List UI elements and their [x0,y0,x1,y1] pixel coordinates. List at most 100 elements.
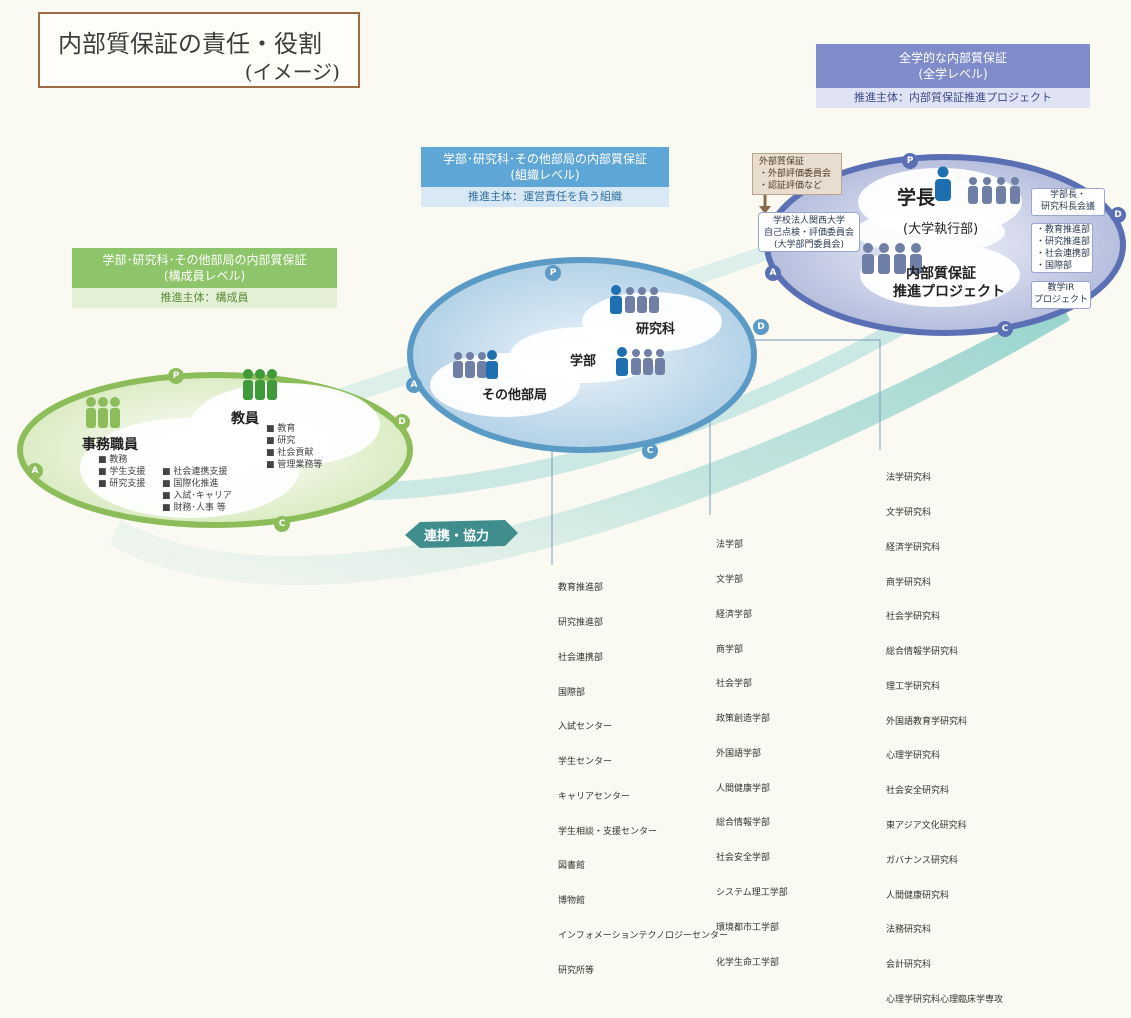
member-header-line2: (構成員レベル) [163,269,246,283]
council-line: 研究科長会議 [1040,202,1095,212]
list-item: 図書館 [558,861,586,872]
duty-item: ■ 国際化推進 [162,479,219,489]
university-header-line1: 全学的な内部質保証 [898,51,1007,65]
list-item: 心理学研究科心理臨床学専攻 [886,994,1004,1005]
external-arrow-head [759,206,771,214]
duty-item: ■ 入試･キャリア [162,491,232,501]
staff-ellipse [80,418,300,518]
pdca-a-university: A [765,265,781,281]
organization-header-line1: 学部･研究科･その他部局の内部質保証 [442,152,647,166]
ir-line: 教学IR [1047,283,1075,293]
faculty-label: 学部 [570,354,597,369]
list-item: 文学研究科 [886,507,932,518]
cooperation-arrow [405,520,518,548]
pdca-p-university: P [902,153,918,169]
list-item: 社会安全学部 [716,853,771,864]
organization-level-header: 学部･研究科･その他部局の内部質保証 (組織レベル) [421,147,669,187]
duty-item: ■ 管理業務等 [266,460,323,470]
faculties-list: 法学部 文学部 経済学部 商学部 社会学部 政策創造学部 外国語学部 人間健康学… [716,517,788,981]
list-item: 商学研究科 [886,577,932,588]
duty-item: ■ 社会貢献 [266,448,314,458]
ir-line: プロジェクト [1033,295,1088,305]
list-item: 心理学研究科 [886,751,941,762]
executive-label: (大学執行部) [903,222,979,237]
list-item: 学生相談・支援センター [558,826,658,837]
university-level-subheader: 推進主体：内部質保証推進プロジェクト [816,88,1090,108]
list-item: 総合情報学部 [716,818,771,829]
pdca-d-university: D [1110,207,1126,223]
list-item: 教育推進部 [558,583,604,594]
duty-item: ■ 学生支援 [98,467,146,477]
pdca-c-university: C [997,321,1013,337]
faculty-member-icon [242,368,278,406]
duty-item: ■ 研究支援 [98,479,146,489]
departments-box: ・教育推進部 ・研究推進部 ・社会連携部 ・国際部 [1031,223,1093,273]
faculty-members-icon [614,347,668,381]
list-item: 法学部 [716,540,744,551]
committee-line: 自己点検・評価委員会 [763,228,854,238]
graduate-label: 研究科 [636,322,676,337]
pdca-d-member: D [394,414,410,430]
member-level-header: 学部･研究科･その他部局の内部質保証 (構成員レベル) [72,248,337,288]
faculty-duties: ■ 教育 ■ 研究 ■ 社会貢献 ■ 管理業務等 [266,423,322,471]
list-item: 社会学研究科 [886,612,941,623]
pdca-a-organization: A [406,377,422,393]
list-item: ガバナンス研究科 [886,855,958,866]
pdca-c-member: C [274,516,290,532]
page-title: 内部質保証の責任・役割 [58,30,322,58]
list-item: 人間健康研究科 [886,890,950,901]
list-item: 国際部 [558,687,586,698]
duty-item: ■ 教務 [98,455,128,465]
other-depts-label: その他部局 [482,388,548,403]
list-item: 商学部 [716,644,744,655]
external-qa-title: 外部質保証 [759,157,805,167]
duty-item: ■ 社会連携支援 [162,467,228,477]
pdca-a-member: A [27,463,43,479]
list-item: 人間健康学部 [716,783,771,794]
member-level-subheader: 推進主体：構成員 [72,288,337,308]
other-depts-members-icon [452,350,498,384]
list-item: 研究推進部 [558,617,604,628]
committee-line: 学校法人関西大学 [772,216,845,226]
list-item: 社会連携部 [558,652,604,663]
council-line: 学部長・ [1049,190,1086,200]
list-item: 研究所等 [558,965,595,976]
member-header-line1: 学部･研究科･その他部局の内部質保証 [102,253,307,267]
list-item: 外国語学部 [716,748,762,759]
cooperation-label: 連携・協力 [424,529,490,544]
staff-label: 事務職員 [82,437,138,453]
duty-item: ■ 研究 [266,436,296,446]
project-label-line1: 内部質保証 [906,266,976,282]
project-label-line2: 推進プロジェクト [893,284,1005,300]
organization-level-subheader: 推進主体：運営責任を負う組織 [421,187,669,207]
list-item: 社会安全研究科 [886,786,950,797]
list-item: 入試センター [558,722,613,733]
committee-box: 学校法人関西大学 自己点検・評価委員会 (大学部門委員会) [758,212,860,252]
department-item: ・国際部 [1036,261,1073,271]
list-item: 外国語教育学研究科 [886,716,968,727]
president-label: 学長 [897,187,936,209]
list-item: 学生センター [558,757,613,768]
committee-line: (大学部門委員会) [773,240,845,250]
duty-item: ■ 財務･人事 等 [162,503,226,513]
president-icon [932,166,954,206]
list-item: インフォメーションテクノロジーセンター [558,931,729,941]
page-subtitle: (イメージ) [244,60,340,84]
council-members-icon [966,176,1022,210]
staff-icon [85,396,121,434]
other-depts-list: 教育推進部 研究推進部 社会連携部 国際部 入試センター 学生センター キャリア… [558,560,728,989]
pdca-c-organization: C [642,443,658,459]
list-item: 法学研究科 [886,473,932,484]
council-box: 学部長・ 研究科長会議 [1031,188,1105,216]
external-qa-item: ・認証評価など [759,181,823,191]
list-item: 文学部 [716,574,744,585]
list-item: 化学生命工学部 [716,957,780,968]
duty-item: ■ 教育 [266,424,296,434]
university-header-line2: (全学レベル) [918,67,988,81]
external-qa-box: 外部質保証 ・外部評価委員会 ・認証評価など [752,153,842,195]
pdca-d-organization: D [753,319,769,335]
list-item: 経済学部 [716,609,753,620]
university-level-header: 全学的な内部質保証 (全学レベル) [816,44,1090,88]
list-item: システム理工学部 [716,888,788,898]
organization-header-line2: (組織レベル) [510,168,580,182]
